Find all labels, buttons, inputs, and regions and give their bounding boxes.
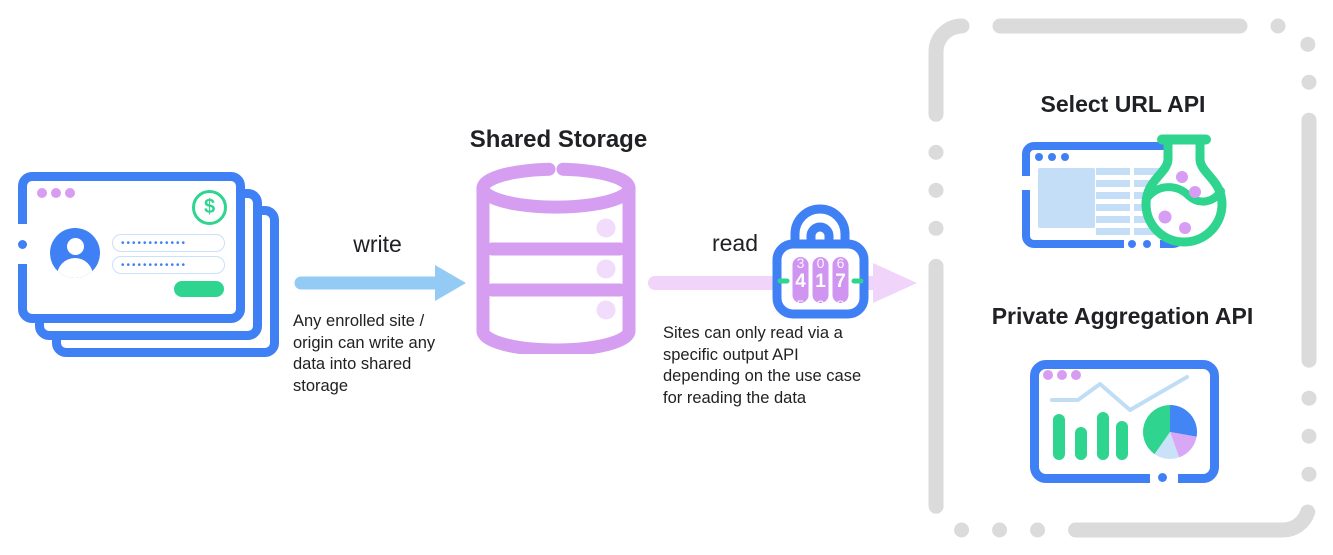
lock-digit: 7 [835,271,846,292]
output-api-boundary [928,18,1317,538]
submit-button [174,281,224,297]
dashboard-border-dot [1158,473,1167,482]
avatar-shoulders [57,258,93,278]
lock-digit: 1 [815,271,826,292]
write-caption: Any enrolled site / origin can write any… [293,311,473,397]
lock-dial-bottom-digit: 8 [837,297,845,313]
browser-border-dot [1128,240,1136,248]
shared-storage-title: Shared Storage [469,126,648,153]
bar-chart-bar [1116,421,1128,460]
browser-control-dot [1035,153,1043,161]
select-url-api-title: Select URL API [1040,91,1206,117]
bar-chart-bar [1053,414,1065,460]
window-controls [37,188,75,198]
window-control-dot [37,188,47,198]
line-chart-icon [1050,375,1189,412]
private-aggregation-api-title: Private Aggregation API [991,303,1254,329]
read-caption-line: depending on the use case [663,367,862,385]
avatar-head [66,238,84,255]
pie-chart-icon [1143,405,1198,460]
lock-dial [832,257,849,303]
bar-chart-bar [1097,412,1109,460]
database-row-dot [596,259,616,279]
analytics-dashboard-icon [1030,360,1219,483]
read-caption-line: specific output API [663,345,799,364]
lock-dial-bottom-digit: 2 [817,297,825,313]
pie-slice-purple [1170,432,1197,458]
lock-dial-top-digit: 3 [797,255,805,271]
dashboard-control-dot [1057,370,1067,380]
lock-dial [792,257,809,303]
browser-control-dot [1048,153,1056,161]
browser-text-lines [1096,168,1130,235]
read-label: read [711,230,759,256]
read-caption: Sites can only read via a specific outpu… [663,323,903,409]
write-caption-line: origin can write any [293,333,436,352]
flask-bubble [1189,186,1201,198]
lock-dial-top-digit: 0 [817,255,825,271]
site-window: $ •••••••••••• •••••••••••• [16,172,245,323]
lock-shackle [790,204,850,246]
pie-slice-lightblue [1154,432,1180,460]
write-caption-line: data into shared [293,355,412,373]
window-control-dot [65,188,75,198]
browser-content-block [1038,168,1095,228]
flask-bubble [1179,222,1191,234]
dashboard-controls [1043,370,1081,380]
user-avatar-icon [50,228,100,278]
browser-control-dot [1061,153,1069,161]
dashboard-control-dot [1043,370,1053,380]
read-caption-line: for reading the data [663,388,807,407]
browser-border-gap [1124,239,1160,249]
pie-slice-green [1143,405,1170,455]
write-label: write [353,231,402,257]
dollar-icon: $ [192,190,227,225]
password-field-1: •••••••••••• [112,234,225,252]
bar-chart-bar [1075,427,1087,460]
flask-icon [1141,134,1227,247]
flask-bubble [1176,171,1188,183]
lock-icon: 3 0 6 4 1 7 5 2 8 [772,204,869,319]
password-field-2: •••••••••••• [112,256,225,274]
flask-liquid-wave [1144,183,1225,206]
dashboard-control-dot [1071,370,1081,380]
write-caption-line: Any enrolled site / [293,312,425,330]
window-border-dot [18,240,27,249]
database-icon [476,162,636,354]
write-arrow-icon [294,265,466,301]
database-row-dot [596,300,616,320]
lock-dial-bottom-digit: 5 [797,297,805,313]
flask-bubble [1158,210,1172,224]
browser-controls [1035,153,1069,161]
lock-digit: 4 [795,271,806,292]
database-row-dot [596,218,616,238]
browser-border-gap [1021,176,1031,190]
write-caption-line: storage [293,376,349,395]
browser-border-dot [1143,240,1151,248]
lock-dial [812,257,829,303]
pie-slice-blue [1170,405,1198,437]
window-control-dot [51,188,61,198]
lock-dial-top-digit: 6 [837,255,845,271]
read-caption-line: Sites can only read via a [663,324,843,342]
